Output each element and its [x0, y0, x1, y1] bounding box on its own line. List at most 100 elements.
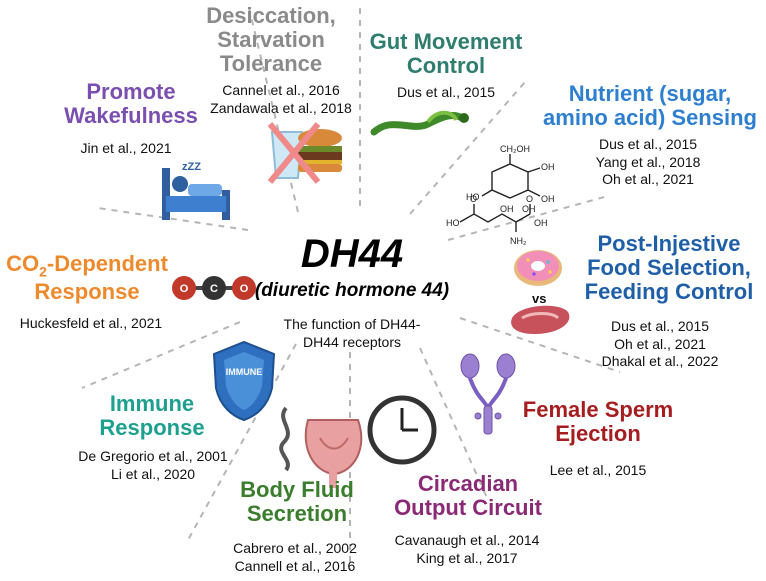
co2-atom-labels: O C O: [180, 283, 249, 295]
title-line: Response: [99, 414, 205, 440]
title-line: Tolerance: [219, 50, 323, 76]
glucose-label: HO: [466, 192, 480, 202]
amino-label: O: [526, 194, 533, 204]
reference: Li et al., 2020: [110, 465, 196, 482]
title-line: Circadian: [417, 471, 519, 496]
wakefulness-refs: Jin et al., 2021: [66, 140, 186, 158]
center-subtitle: (diuretic hormone 44): [254, 280, 450, 301]
title-line: Wakefulness: [64, 102, 198, 128]
reference: Cavanaugh et al., 2014: [394, 532, 540, 548]
reference: Huckesfeld et al., 2021: [19, 315, 163, 331]
title-part: CO: [6, 251, 40, 276]
bed-icon: [162, 168, 230, 220]
glucose-label: OH: [541, 162, 555, 172]
title-line: Secretion: [246, 500, 348, 526]
co2-atom-label: C: [210, 283, 218, 295]
center-note: The function of DH44- DH44 receptors: [262, 316, 442, 351]
post-injestive-title: Post-Injestive Food Selection, Feeding C…: [576, 232, 762, 303]
glucose-label: OH: [522, 204, 536, 214]
female-title: Female Sperm Ejection: [506, 398, 690, 446]
reference: Oh et al., 2021: [602, 171, 694, 187]
title-line: Control: [406, 52, 486, 78]
glucose-label: OH: [500, 204, 514, 214]
title-line: Gut Movement: [369, 29, 523, 54]
gut-refs: Dus et al., 2015: [376, 84, 516, 102]
title-line: Food Selection,: [587, 254, 751, 280]
title-line: Immune: [109, 391, 195, 416]
amino-labels: HO O O OH NH₂: [446, 194, 548, 246]
bladder-icon: [279, 406, 363, 488]
amino-label: OH: [534, 218, 548, 228]
immune-title: Immune Response: [82, 392, 222, 440]
title-line: Female Sperm: [522, 397, 674, 422]
body-fluid-title: Body Fluid Secretion: [222, 478, 372, 526]
co2-title: CO2-Dependent Response: [2, 252, 172, 303]
co2-atom-label: O: [180, 283, 189, 295]
separator-lines: [81, 3, 621, 570]
title-part: -Dependent: [46, 251, 168, 276]
circadian-refs: Cavanaugh et al., 2014 King et al., 2017: [382, 532, 552, 567]
title-line: Nutrient (sugar,: [568, 81, 732, 106]
clock-icon: [367, 395, 437, 465]
reference: Dhakal et al., 2022: [601, 353, 719, 369]
reference: Dus et al., 2015: [610, 318, 710, 334]
amino-acid-icon: [459, 204, 531, 232]
title-line: Desiccation,: [206, 3, 336, 28]
immune-refs: De Gregorio et al., 2001 Li et al., 2020: [58, 448, 248, 483]
nutrient-refs: Dus et al., 2015 Yang et al., 2018 Oh et…: [588, 136, 708, 189]
amino-label: NH₂: [510, 236, 527, 246]
glucose-labels: CH₂OH OH OH HO OH OH: [466, 144, 555, 214]
title-line: Promote: [86, 79, 176, 104]
female-refs: Lee et al., 2015: [528, 462, 668, 480]
reference: Dus et al., 2015: [598, 136, 698, 152]
amino-label: HO: [446, 218, 460, 228]
center-title: DH44: [300, 232, 404, 276]
glucose-label: CH₂OH: [500, 144, 530, 154]
wakefulness-title: Promote Wakefulness: [56, 80, 206, 128]
title-line: Starvation: [217, 26, 325, 52]
reference: Cannel et al., 2016: [222, 82, 340, 98]
vs-label: vs: [532, 291, 547, 306]
reference: Oh et al., 2021: [614, 335, 706, 352]
co2-molecule-icon: [172, 276, 256, 300]
reference: Lee et al., 2015: [549, 462, 647, 478]
title-subscript: 2: [39, 263, 47, 280]
co2-atom-label: O: [240, 283, 249, 295]
donut-icon: [514, 250, 562, 286]
title-line: Feeding Control: [584, 278, 754, 304]
title-line: Body Fluid: [240, 477, 354, 502]
desiccation-title: Desiccation, Starvation Tolerance: [196, 4, 346, 75]
title-line: Ejection: [555, 420, 641, 446]
title-line: Output Circuit: [394, 494, 542, 520]
amino-label: O: [470, 194, 477, 204]
title-line: CO2-Dependent: [2, 252, 172, 280]
water-burger-icon: [267, 122, 342, 184]
glucose-icon: [481, 154, 541, 199]
shield-icon: [212, 340, 276, 422]
gut-title: Gut Movement Control: [356, 30, 536, 78]
reference: Cabrero et al., 2002: [233, 540, 357, 556]
glucose-label: OH: [541, 194, 555, 204]
steak-icon: [511, 305, 570, 334]
nutrient-title: Nutrient (sugar, amino acid) Sensing: [536, 82, 764, 130]
larva-icon: [370, 110, 469, 136]
desiccation-refs: Cannel et al., 2016 Zandawala et al., 20…: [196, 82, 366, 117]
shield-label: IMMUNE: [225, 367, 263, 377]
reference: Zandawala et al., 2018: [210, 99, 352, 116]
center-note-line: The function of DH44-: [283, 316, 421, 332]
reference: Cannell et al., 2016: [234, 557, 356, 574]
co2-refs: Huckesfeld et al., 2021: [6, 315, 176, 333]
reference: De Gregorio et al., 2001: [78, 448, 228, 464]
reference: Yang et al., 2018: [595, 153, 701, 170]
title-line: Response: [34, 278, 140, 304]
center-note-line: DH44 receptors: [302, 333, 402, 350]
reference: Jin et al., 2021: [80, 140, 172, 156]
title-line: amino acid) Sensing: [543, 104, 757, 130]
post-injestive-refs: Dus et al., 2015 Oh et al., 2021 Dhakal …: [590, 318, 730, 371]
reproductive-tract-icon: [460, 353, 516, 435]
body-fluid-refs: Cabrero et al., 2002 Cannell et al., 201…: [220, 540, 370, 575]
reference: King et al., 2017: [416, 549, 518, 566]
title-line: Post-Injestive: [597, 231, 741, 256]
reference: Dus et al., 2015: [396, 84, 496, 100]
